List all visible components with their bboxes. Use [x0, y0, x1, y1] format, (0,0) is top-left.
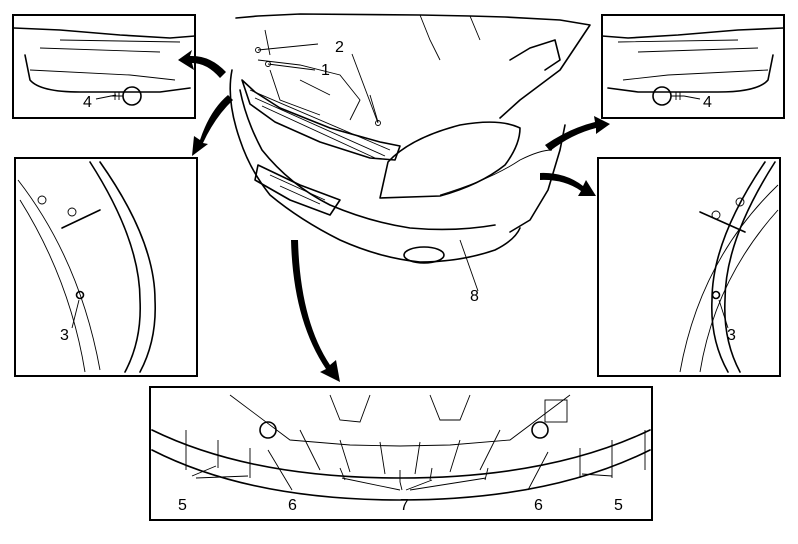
- callout-1: 1: [321, 62, 330, 79]
- direction-arrows: [178, 50, 610, 382]
- callout-5-right: 5: [614, 497, 623, 514]
- inset-left-wheelwell: [14, 157, 198, 377]
- inset-underside: [149, 386, 653, 521]
- inset-top-left: [12, 14, 196, 119]
- arrow-to-left-wheelwell: [192, 95, 233, 156]
- inset-underside-frame: [149, 386, 653, 521]
- callout-6-right: 6: [534, 497, 543, 514]
- callout-6-left: 6: [288, 497, 297, 514]
- callout-4-right: 4: [703, 94, 712, 111]
- wheelwell-screw-right: [711, 290, 721, 300]
- callout-5-left: 5: [178, 497, 187, 514]
- inset-right-wheelwell: [597, 157, 781, 377]
- wheelwell-screw-left: [75, 290, 85, 300]
- vehicle-front-view: [229, 13, 591, 264]
- callout-7: 7: [400, 497, 409, 514]
- inset-top-right: [601, 14, 785, 119]
- callout-2: 2: [335, 39, 344, 56]
- arrow-to-underside: [291, 240, 340, 382]
- inset-left-wheelwell-frame: [14, 157, 198, 377]
- callout-leaders: [95, 94, 701, 292]
- inset-right-wheelwell-frame: [597, 157, 781, 377]
- arrow-to-top-left: [178, 50, 226, 78]
- callout-3-left: 3: [60, 327, 69, 344]
- arrow-to-right-wheelwell: [540, 172, 596, 196]
- callout-4-left: 4: [83, 94, 92, 111]
- inset-top-left-frame: [12, 14, 196, 119]
- arrow-to-top-right: [545, 116, 610, 151]
- inset-top-right-frame: [601, 14, 785, 119]
- callout-labels: 2 1 8 4 4 3 3 5 6 7 6 5: [60, 39, 736, 514]
- callout-8: 8: [470, 288, 479, 305]
- callout-3-right: 3: [727, 327, 736, 344]
